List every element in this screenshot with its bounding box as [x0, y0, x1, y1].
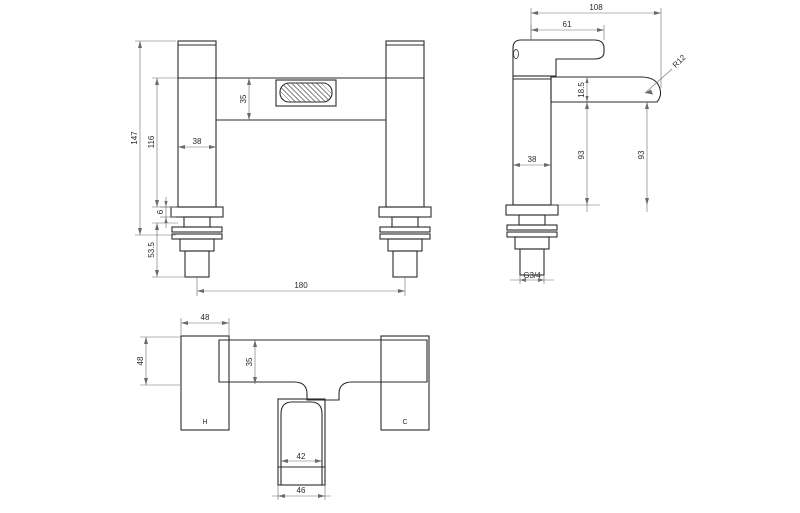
side-threaded-tail	[519, 248, 545, 276]
dim-plan-spout-inner-width: 42	[297, 452, 306, 461]
dim-front-centre-spacing: 180	[294, 281, 308, 290]
dim-front-spout-body-height: 35	[239, 94, 248, 103]
lever-handle	[512, 39, 605, 77]
plan-hot-handle	[180, 335, 230, 431]
dim-plan-handle-depth: 48	[136, 356, 145, 365]
dimension-lines	[135, 8, 673, 500]
dim-front-flange-thickness: 6	[156, 209, 165, 214]
plan-body-bar	[218, 339, 428, 401]
plan-spout-outer	[277, 398, 326, 486]
plan-cold-handle	[380, 335, 430, 431]
dim-side-body-depth: 38	[528, 155, 537, 164]
front-elevation-geometry	[170, 40, 432, 278]
dim-front-overall-height: 147	[130, 131, 139, 145]
spout-arm	[550, 76, 662, 103]
plan-view-geometry	[180, 335, 430, 486]
dim-plan-body-bar-width: 35	[245, 357, 254, 366]
dim-side-thread-size: G3/4	[523, 271, 541, 280]
dim-front-riser-width: 38	[193, 137, 202, 146]
dim-plan-handle-width: 48	[201, 313, 210, 322]
dim-front-body-height: 116	[147, 135, 156, 148]
side-washer-upper	[506, 224, 558, 231]
aerator-mesh-pattern	[280, 83, 332, 102]
outlet-housing	[275, 79, 337, 107]
plan-hot-label: H	[202, 419, 207, 426]
dim-front-tail-length: 53.5	[147, 242, 156, 258]
right-washer-upper	[379, 226, 431, 233]
dim-side-spout-height-inner: 93	[577, 150, 586, 159]
side-elevation-geometry	[505, 39, 662, 276]
lever-pivot-icon	[513, 49, 519, 59]
plan-spout-inner	[280, 401, 323, 485]
dim-side-lever-length: 61	[563, 20, 572, 29]
dim-side-spout-height-outer: 93	[637, 150, 646, 159]
plan-cold-label: C	[402, 419, 407, 426]
left-washer-upper	[171, 226, 223, 233]
dim-side-spout-thickness: 18.5	[577, 82, 586, 98]
dim-plan-spout-outer-width: 46	[297, 486, 306, 495]
dim-side-overall-projection: 108	[589, 3, 603, 12]
